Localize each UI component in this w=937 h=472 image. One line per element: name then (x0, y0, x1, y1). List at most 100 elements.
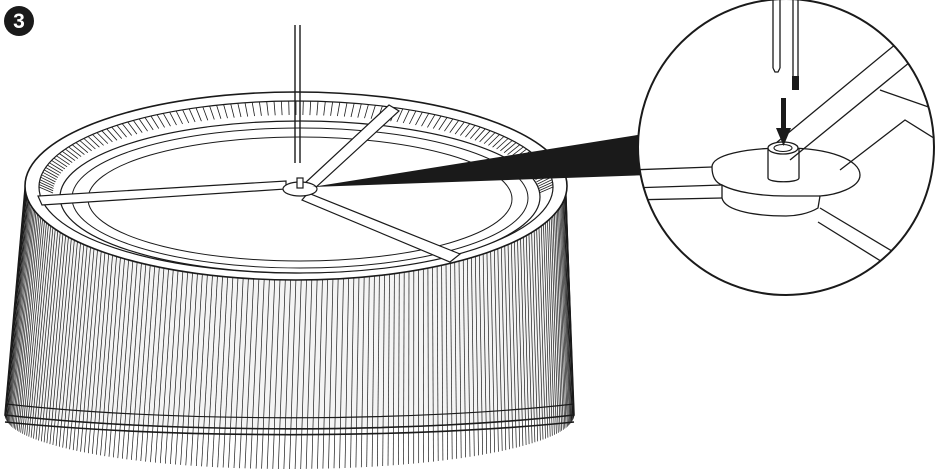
pleat-line (6, 196, 29, 422)
pleat-line (305, 276, 313, 469)
pleat-line (283, 277, 292, 470)
rim-pleat-line (71, 144, 85, 155)
pleat-line (104, 255, 121, 457)
rim-pleat-line (41, 174, 56, 183)
rim-pleat-line (216, 105, 222, 119)
rim-pleat-line (538, 181, 553, 189)
rim-pleat-line (56, 155, 70, 166)
pleat-line (520, 236, 527, 446)
pleat-line (76, 246, 95, 451)
pleat-line (26, 220, 47, 436)
rim-pleat-line (127, 121, 138, 135)
pleat-line (69, 243, 88, 450)
pleat-line (454, 259, 458, 459)
down-arrow-icon (776, 98, 791, 146)
pleat-line (228, 274, 239, 468)
pleat-line (540, 224, 549, 438)
rim-pleat-line (280, 101, 283, 116)
spider-hub-post (296, 177, 304, 189)
pleat-line (441, 262, 444, 461)
pleat-line (445, 261, 448, 460)
rim-pleat-line (337, 102, 341, 117)
rim-pleat-line (144, 117, 154, 131)
pleat-line (563, 198, 572, 423)
rim-pleat-line (39, 181, 54, 189)
pleat-line (339, 275, 344, 469)
pleat-line (131, 261, 147, 460)
pleat-line (84, 249, 102, 453)
rim-pleat-line (162, 113, 171, 127)
pleat-line (497, 246, 503, 451)
rim-pleat-line (169, 111, 177, 126)
pleat-line (482, 251, 488, 454)
pleat-line (30, 224, 52, 438)
rim-pleat-line (538, 184, 554, 192)
rim-pleat-line (138, 118, 148, 132)
pleat-line (558, 207, 567, 428)
pleat-line (555, 210, 564, 430)
pleat-line (486, 250, 492, 454)
rim-pleat-line (409, 110, 417, 125)
rim-pleat-line (61, 150, 76, 161)
rim-pleat-line (343, 102, 348, 117)
pleat-line (6, 194, 28, 421)
pleat-line (91, 251, 110, 454)
pleat-line (350, 274, 355, 468)
pleat-line (360, 274, 365, 468)
rim-pleat-line (474, 128, 486, 141)
pleat-line (548, 217, 557, 434)
pleat-line (311, 276, 318, 469)
pleat-line (28, 222, 49, 437)
rim-pleat-line (39, 179, 55, 187)
rim-pleat-line (503, 142, 517, 154)
rim-pleat-line (330, 101, 333, 116)
pleat-line (217, 274, 229, 468)
rim-pleat-line (223, 104, 228, 119)
rim-pleat-line (75, 142, 89, 154)
pleat-line (9, 201, 31, 425)
rim-pleat-line (538, 186, 554, 194)
rim-pleat-line (266, 101, 269, 116)
rim-pleat-line (537, 179, 553, 187)
pleat-line (8, 200, 30, 424)
pleat-line (222, 274, 234, 468)
rim-pleat-line (47, 164, 62, 174)
rim-pleat-line (38, 184, 54, 192)
pleat-line (559, 205, 568, 427)
pleat-line (43, 232, 64, 443)
pleat-line (175, 269, 189, 465)
pleat-line (233, 275, 244, 469)
magnification-pointer (312, 133, 650, 187)
magnified-detail (637, 0, 935, 296)
pleat-line (317, 276, 323, 469)
pleat-line (11, 205, 33, 427)
rim-pleat-line (469, 126, 481, 139)
pleat-line (474, 254, 479, 456)
pleat-line (493, 247, 499, 452)
pleat-line (563, 196, 573, 422)
rim-pleat-line (370, 105, 376, 119)
rim-pleat-line (396, 108, 404, 123)
rim-pleat-line (38, 186, 54, 194)
pleat-line (500, 245, 507, 451)
pleat-line (531, 230, 539, 442)
pleat-line (80, 247, 99, 452)
rim-pleat-line (251, 102, 255, 117)
pleat-line (250, 276, 260, 469)
step-number-badge: 3 (4, 6, 34, 36)
pleat-line (38, 228, 59, 441)
rim-pleat-line (202, 106, 209, 121)
pleat-line (294, 277, 302, 470)
rim-pleat-line (51, 160, 66, 170)
rim-pleat-line (415, 111, 423, 126)
rim-pleat-line (87, 136, 100, 148)
pleat-line (22, 217, 44, 434)
rim-pleat-line (230, 103, 235, 118)
pleat-line (507, 242, 514, 449)
spider-arm-lower (301, 192, 462, 263)
pleat-line (255, 276, 265, 469)
rim-pleat-line (496, 138, 509, 150)
rim-pleat-line (96, 132, 109, 144)
rim-pleat-line (182, 109, 190, 124)
